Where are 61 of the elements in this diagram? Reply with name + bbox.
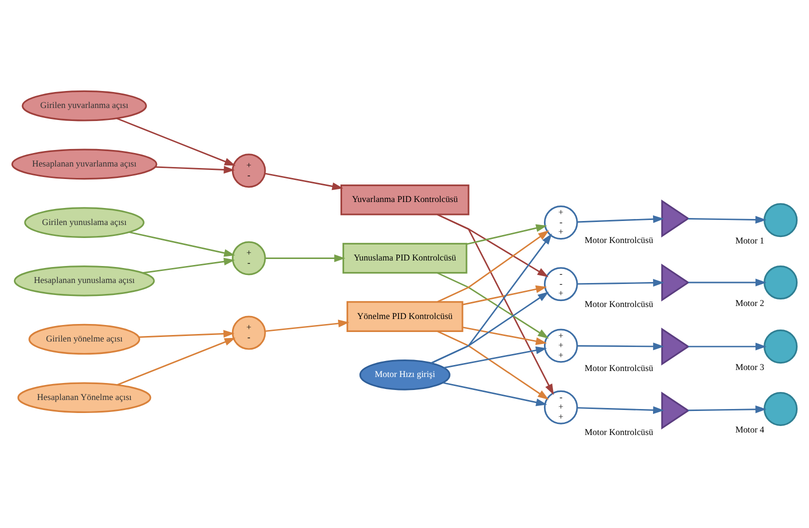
arrow [265,254,346,262]
arrow [444,346,547,368]
node-circle [764,329,798,364]
node-ellipse: Hesaplanan yunuslama açısı [14,265,155,296]
arrow [430,291,549,364]
node-box: Yunuslama PID Kontrolcüsü [342,242,468,274]
node-label: Motor Kontrolcüsü [584,234,654,245]
node-triangle [661,391,690,430]
arrow [437,213,554,395]
arrow [688,215,766,224]
node-ellipse: Hesaplanan Yönelme açısı [17,382,152,413]
node-label: Motor Kontrolcüsü [584,362,654,373]
arrow [264,172,344,190]
arrow [462,284,547,305]
arrow [437,230,550,302]
arrow [155,165,235,174]
arrow [442,382,548,406]
arrow [688,278,767,286]
arrow [117,337,236,385]
arrow [264,319,350,332]
arrow [577,214,664,222]
arrow [430,233,552,364]
node-label: Motor 1 [735,234,764,245]
node-triangle [661,199,690,237]
node-ellipse: Hesaplanan yuvarlanma açısı [11,148,158,180]
node-label: Motor 2 [735,297,764,308]
node-triangle [661,263,690,301]
node-label: Motor Kontrolcüsü [584,298,654,309]
node-label: Motor Kontrolcüsü [584,426,654,437]
arrow [138,329,235,338]
node-ellipse: Girilen yunuslama açısı [24,206,144,238]
node-box: Yuvarlanma PID Kontrolcüsü [340,184,470,215]
node-circle: + - + [544,205,578,240]
node-label: Motor 3 [735,361,764,372]
arrow [142,257,235,274]
arrow [688,342,767,350]
node-circle [764,391,798,426]
node-ellipse: Girilen yuvarlanma açısı [22,90,147,121]
arrow [577,278,664,286]
node-box: Yönelme PID Kontrolcüsü [346,300,464,332]
node-triangle [661,327,690,365]
node-circle: + - [232,315,266,350]
arrow [577,342,664,350]
arrow [462,326,547,344]
node-circle: - - + [544,266,578,301]
arrow [466,224,548,244]
arrow [577,406,664,414]
node-ellipse: Motor Hızı girişi [359,359,450,390]
node-circle [764,202,798,237]
node-circle: + - [232,240,266,275]
arrow [437,330,549,400]
arrow [129,231,236,256]
node-circle: + - [232,153,266,188]
arrow [116,117,236,166]
node-label: Motor 4 [735,424,764,434]
node-circle: - + + [544,390,578,424]
node-circle: + + + [544,328,578,362]
node-circle [764,265,798,300]
arrow [688,404,766,413]
node-ellipse: Girilen yönelme açısı [28,323,140,354]
arrow [437,272,549,338]
